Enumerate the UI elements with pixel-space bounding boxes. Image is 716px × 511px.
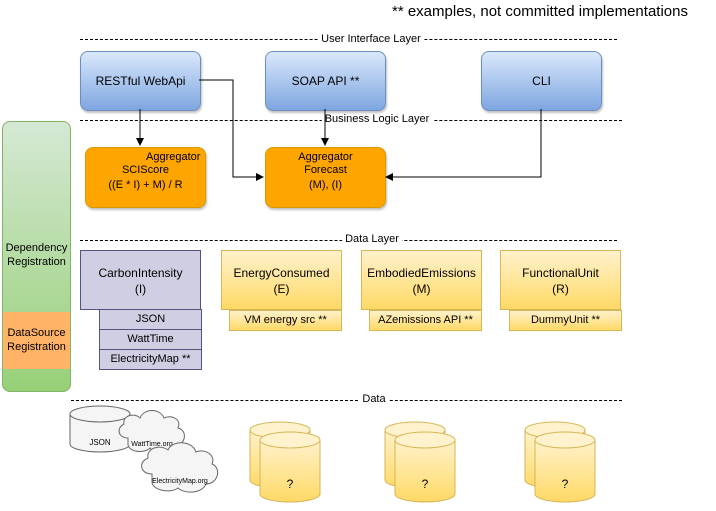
aggregator-forecast-box: Aggregator Forecast (M), (I) xyxy=(265,147,386,208)
restful-webapi-box: RESTful WebApi xyxy=(80,51,201,111)
sciscore-aggregator-label: Aggregator xyxy=(146,151,201,163)
datasource-registration-label: DataSource Registration xyxy=(7,327,66,353)
json-store-label: JSON xyxy=(89,438,111,447)
functional-unit-symbol: (R) xyxy=(552,282,569,296)
json-store-icon xyxy=(69,405,131,453)
arrow-cli-to-forecast xyxy=(385,109,542,181)
sciscore-title: SCIScore xyxy=(121,164,170,176)
carbon-intensity-symbol: (I) xyxy=(134,282,147,296)
forecast-title: Forecast xyxy=(304,164,347,176)
electricitymap-cloud-label: ElectricityMap.org xyxy=(152,478,208,485)
embodied-emissions-title: EmbodiedEmissions xyxy=(367,266,476,280)
forecast-aggregator-label: Aggregator xyxy=(298,151,353,163)
functional-source-dummyunit: DummyUnit ** xyxy=(509,310,622,331)
cli-box: CLI xyxy=(481,51,602,111)
carbon-source-electricitymap: ElectricityMap ** xyxy=(99,349,202,370)
ui-layer-label: User Interface Layer xyxy=(318,33,424,45)
forecast-symbols: (M), (I) xyxy=(309,179,342,191)
sciscore-formula: ((E * I) + M) / R xyxy=(108,179,183,191)
energy-store-label: ? xyxy=(287,477,294,491)
registration-panel: Dependency Registration DataSource Regis… xyxy=(2,121,71,392)
carbon-source-json: JSON xyxy=(99,309,202,330)
energy-consumed-symbol: (E) xyxy=(273,282,290,296)
functional-store-label: ? xyxy=(562,477,569,491)
energy-source-vm: VM energy src ** xyxy=(229,310,342,331)
embodied-store-front-icon xyxy=(394,431,456,503)
business-layer-label: Business Logic Layer xyxy=(321,113,433,125)
embodied-emissions-box: EmbodiedEmissions (M) xyxy=(361,250,482,310)
datasource-registration-band xyxy=(3,312,70,369)
carbon-intensity-title: CarbonIntensity xyxy=(98,266,183,280)
data-layer-label: Data Layer xyxy=(342,233,402,245)
embodied-emissions-symbol: (M) xyxy=(412,282,431,296)
implementation-note: ** examples, not committed implementatio… xyxy=(392,3,688,20)
energy-consumed-title: EnergyConsumed xyxy=(233,266,330,280)
soap-api-box: SOAP API ** xyxy=(265,51,386,111)
functional-unit-title: FunctionalUnit xyxy=(522,266,599,280)
energy-store-front-icon xyxy=(259,431,321,503)
arrow-rest-to-forecast xyxy=(199,79,264,181)
functional-unit-box: FunctionalUnit (R) xyxy=(500,250,621,310)
embodied-source-azemissions: AZemissions API ** xyxy=(369,310,482,331)
electricitymap-cloud-icon xyxy=(141,442,219,493)
watttime-cloud-label: WattTime.org xyxy=(131,441,173,448)
raw-data-label: Data xyxy=(359,393,389,405)
embodied-store-label: ? xyxy=(422,477,429,491)
carbon-intensity-box: CarbonIntensity (I) xyxy=(80,250,201,310)
watttime-cloud-icon xyxy=(118,410,185,453)
raw-data-line xyxy=(71,400,622,401)
carbon-source-watttime: WattTime xyxy=(99,329,202,350)
dependency-registration-label: Dependency Registration xyxy=(5,242,68,268)
energy-consumed-box: EnergyConsumed (E) xyxy=(221,250,342,310)
aggregator-sciscore-box: Aggregator SCIScore ((E * I) + M) / R xyxy=(85,147,206,208)
functional-store-front-icon xyxy=(534,431,596,503)
